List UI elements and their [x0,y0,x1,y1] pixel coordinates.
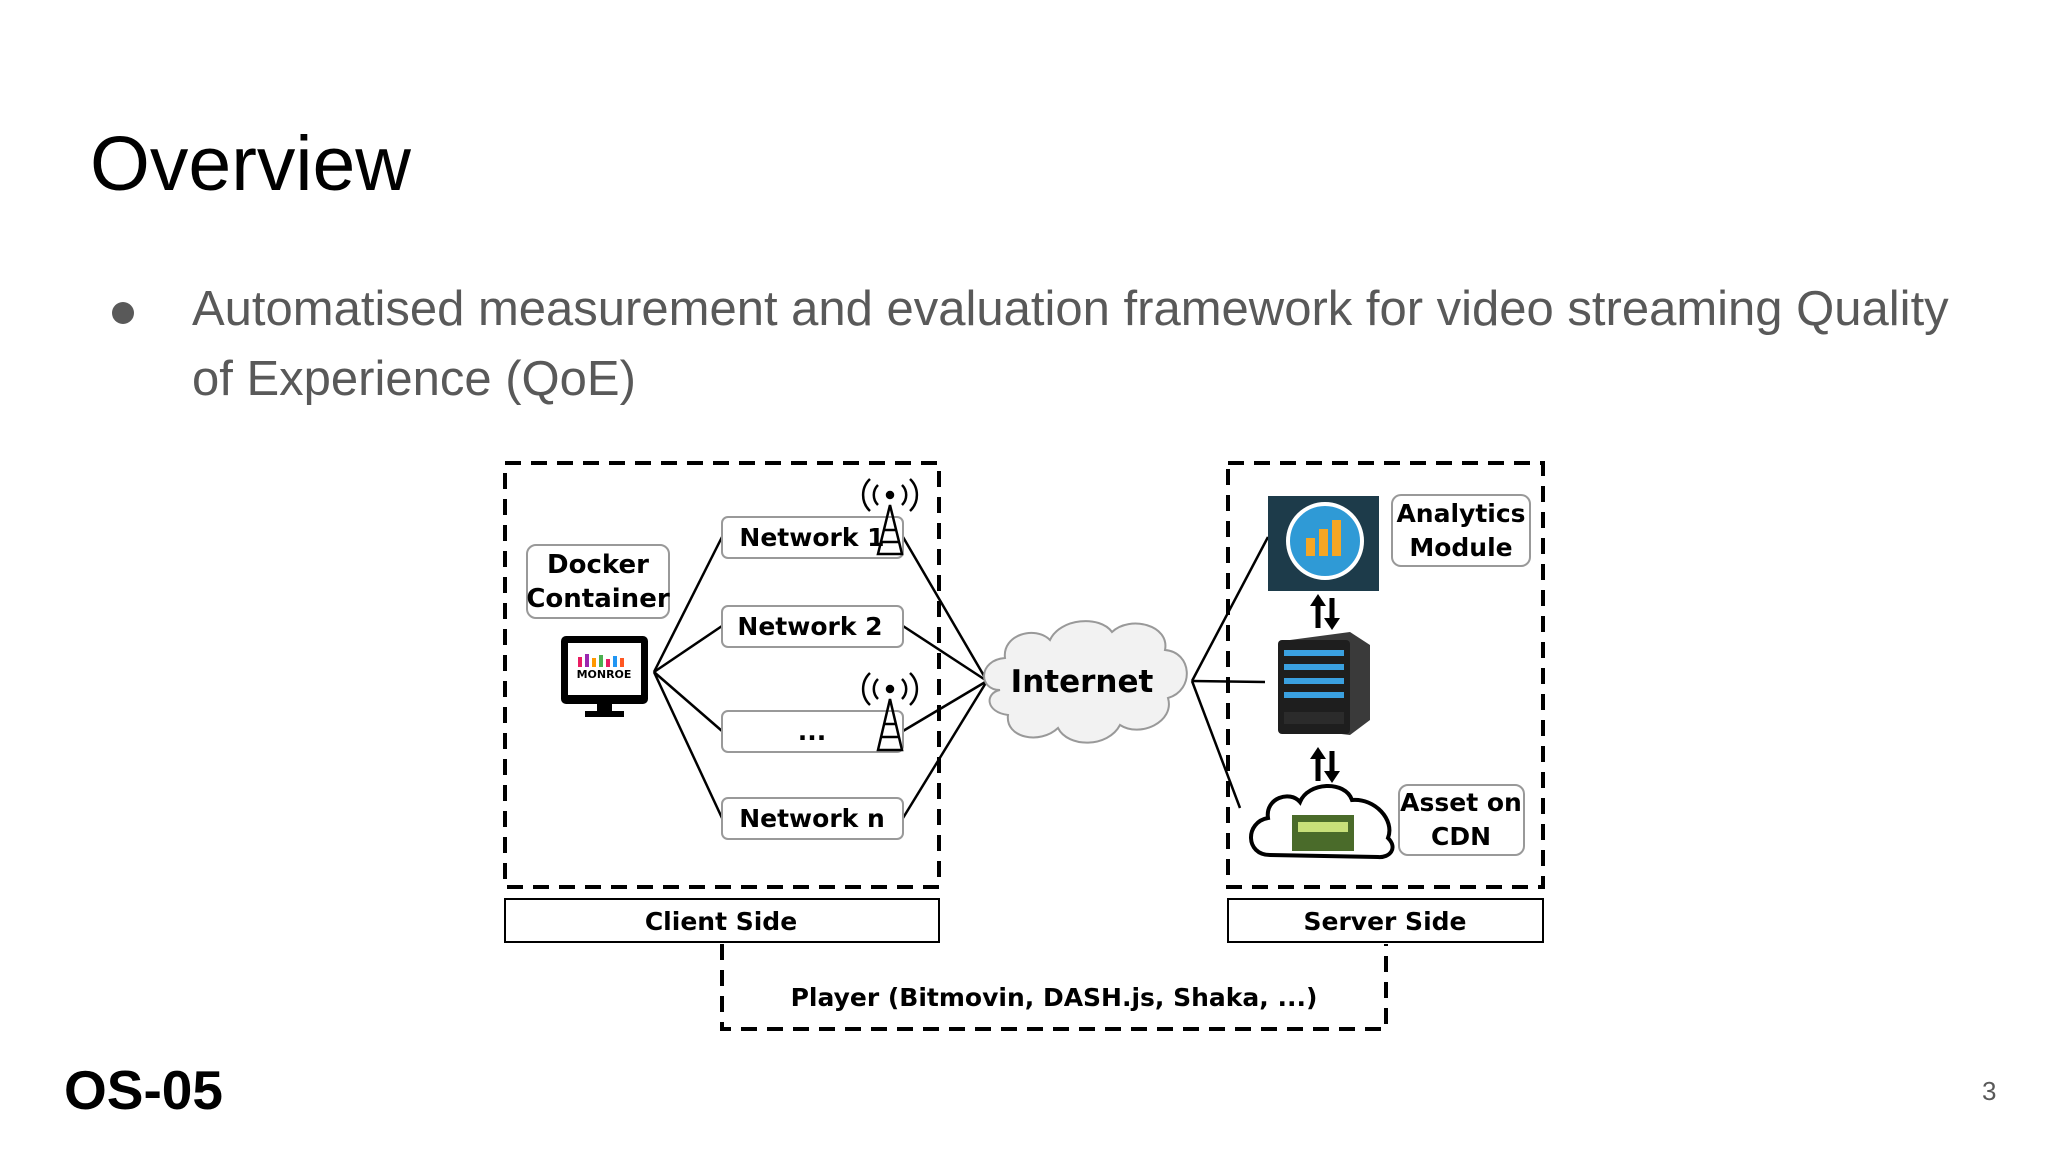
monitor-icon: MONROE [561,636,648,717]
monitor-network-links [652,536,1270,819]
bidirectional-arrow-icon [1310,747,1340,783]
antenna-tower-icon [861,672,919,752]
cdn-label-line2: CDN [1431,822,1491,851]
analytics-icon [1268,496,1379,591]
cdn-asset-box [1398,784,1525,856]
client-side-label-box [504,898,940,943]
network-label: Network 2 [737,612,882,641]
footer-code: OS-05 [64,1059,223,1121]
analytics-module-box [1391,494,1531,567]
network-box [721,797,904,840]
server-side-label-box [1227,898,1544,943]
server-side-boundary [1226,461,1545,889]
internet-label: Internet [1011,664,1154,700]
network-box [721,710,904,753]
player-connector [720,944,1388,1031]
network-box [721,516,904,559]
player-label: Player (Bitmovin, DASH.js, Shaka, ...) [791,983,1318,1012]
internet-cloud-icon [983,620,1188,744]
docker-label-line2: Container [526,584,669,614]
bullet-text: Automatised measurement and evaluation f… [192,282,1949,406]
network-label: ... [798,717,827,746]
antenna-tower-icon [861,478,919,556]
server-side-label: Server Side [1303,907,1466,936]
page-number: 3 [1982,1076,1997,1106]
bullet-icon [112,302,134,324]
network-list: Network 1 Network 2 ... Network n [721,516,904,840]
client-side-boundary [503,461,941,889]
bidirectional-arrow-icon [1310,594,1340,630]
docker-label-line1: Docker [547,550,649,580]
cdn-label-line1: Asset on [1400,788,1522,817]
cdn-cloud-icon [1249,784,1395,860]
docker-container-box [526,544,670,619]
network-box [721,605,904,648]
analytics-label-line1: Analytics [1396,499,1525,528]
monitor-brand: MONROE [577,668,632,681]
analytics-label-line2: Module [1409,533,1512,562]
client-side-label: Client Side [645,907,797,936]
slide-title: Overview [90,121,411,207]
network-label: Network n [739,804,885,833]
server-icon [1278,632,1370,735]
network-label: Network 1 [739,523,884,552]
